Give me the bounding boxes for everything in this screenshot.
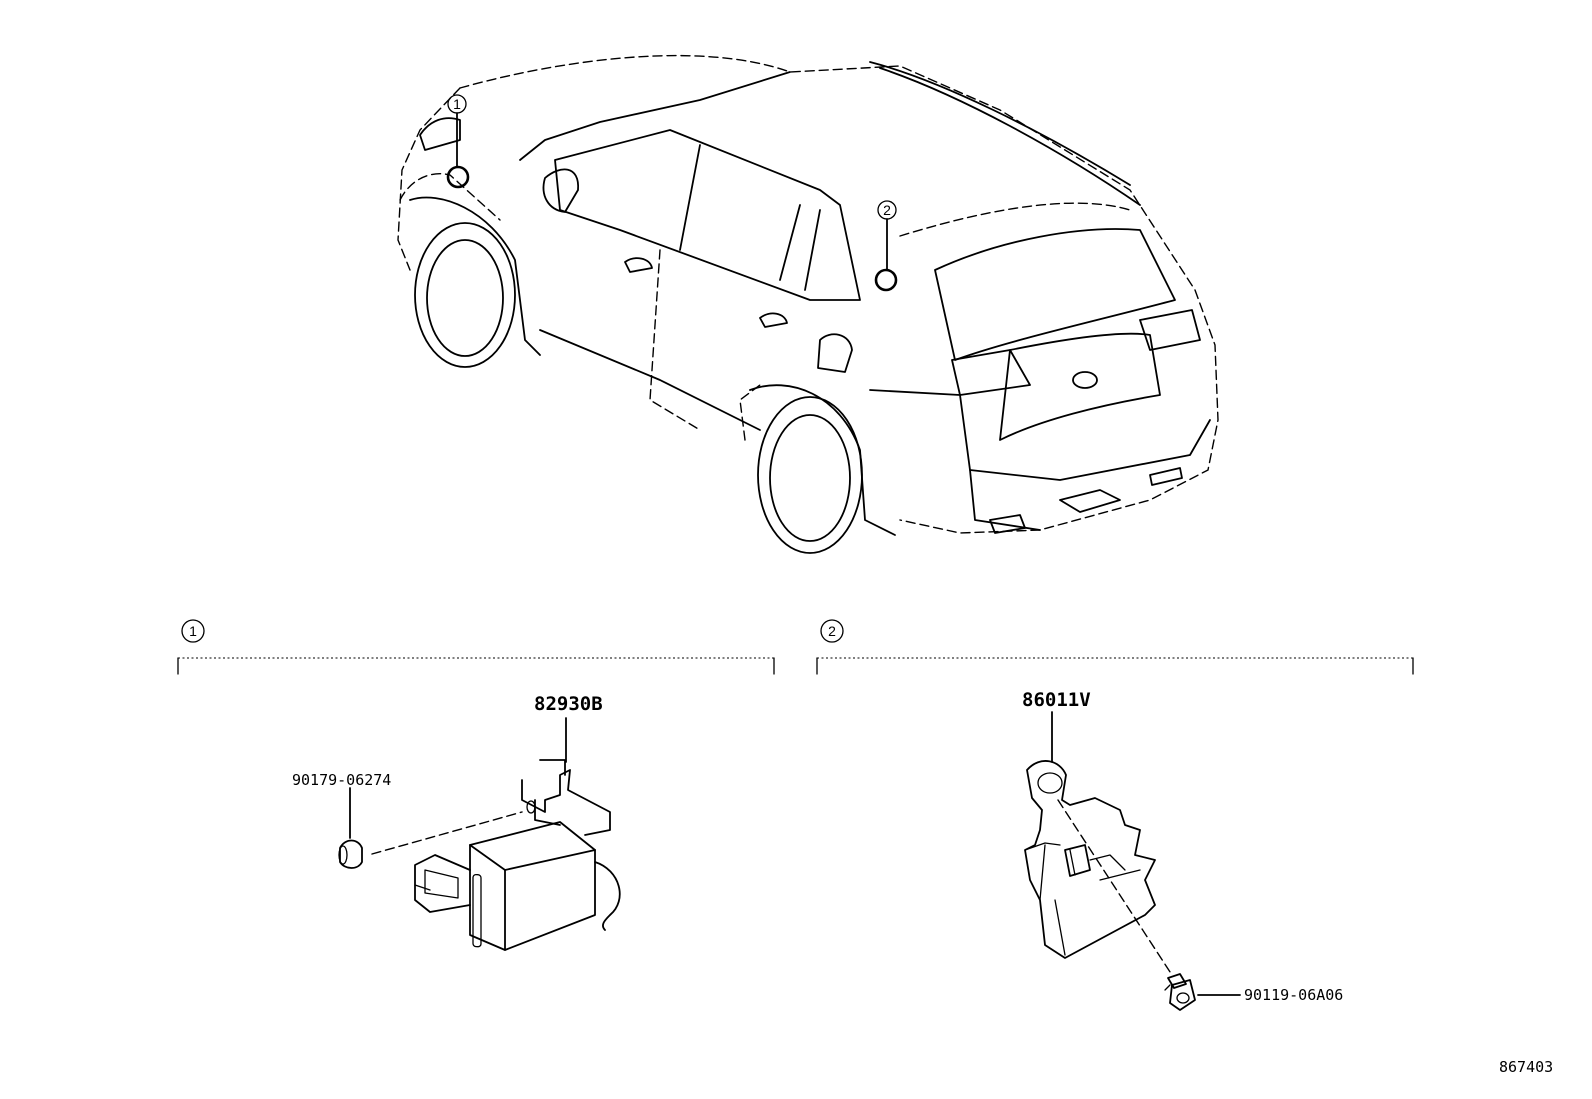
illustration-id: 867403: [1499, 1058, 1553, 1076]
group-1-header: 1: [177, 619, 775, 675]
vehicle-callout-1: 1: [446, 94, 470, 189]
location-marker-1: [446, 165, 470, 189]
part-number-90119-06A06[interactable]: 90119-06A06: [1244, 986, 1343, 1004]
bracket-assembly-drawing: [1024, 760, 1196, 1011]
part-number-90179-06274[interactable]: 90179-06274: [292, 771, 391, 789]
vehicle-illustration: [397, 54, 1219, 554]
vehicle-callout-2-number: 2: [883, 202, 891, 218]
group-2-number: 2: [828, 623, 836, 639]
part-number-82930B[interactable]: 82930B: [534, 693, 603, 715]
location-marker-2: [874, 268, 898, 292]
relay-assembly-drawing: [338, 759, 621, 951]
group-1-number: 1: [189, 623, 197, 639]
group-2-header: 2: [816, 619, 1414, 675]
vehicle-callout-2: 2: [874, 200, 898, 292]
part-number-86011V[interactable]: 86011V: [1022, 689, 1091, 711]
vehicle-callout-1-number: 1: [453, 96, 461, 112]
